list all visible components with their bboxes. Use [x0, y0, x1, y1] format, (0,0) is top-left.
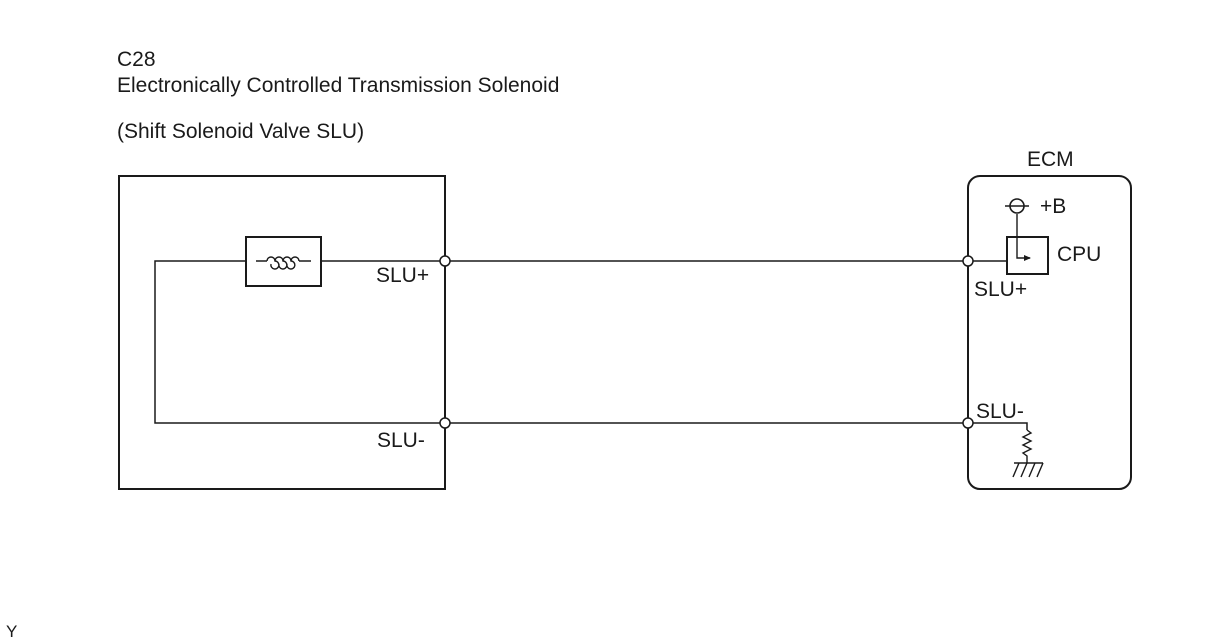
component-terminal-slu-plus-label: SLU+ — [376, 264, 429, 287]
component-name: Electronically Controlled Transmission S… — [117, 74, 560, 97]
component-sub-name: (Shift Solenoid Valve SLU) — [117, 120, 365, 143]
component-code: C28 — [117, 48, 156, 71]
ground-icon — [1012, 462, 1044, 478]
solenoid-component-box — [118, 175, 446, 490]
component-terminal-slu-minus-label: SLU- — [377, 429, 425, 452]
ecm-title: ECM — [1027, 148, 1074, 171]
ecm-supply-label: +B — [1040, 195, 1066, 218]
power-supply-terminal-icon — [1005, 198, 1029, 218]
cpu-block — [1006, 218, 1049, 275]
solenoid-internal-wire — [154, 260, 445, 424]
resistor-icon — [1021, 429, 1033, 463]
ecm-terminal-slu-plus-label: SLU+ — [974, 278, 1027, 301]
cpu-label: CPU — [1057, 243, 1101, 266]
terminal-connector-point — [439, 417, 451, 429]
terminal-connector-point — [962, 417, 974, 429]
terminal-connector-point — [439, 255, 451, 267]
ecm-terminal-slu-minus-label: SLU- — [976, 400, 1024, 423]
corner-mark: Y — [6, 622, 17, 641]
ecm-box — [967, 175, 1132, 490]
ecm-slu-minus-wire — [968, 422, 1028, 430]
terminal-connector-point — [962, 255, 974, 267]
solenoid-coil-icon — [245, 236, 322, 287]
